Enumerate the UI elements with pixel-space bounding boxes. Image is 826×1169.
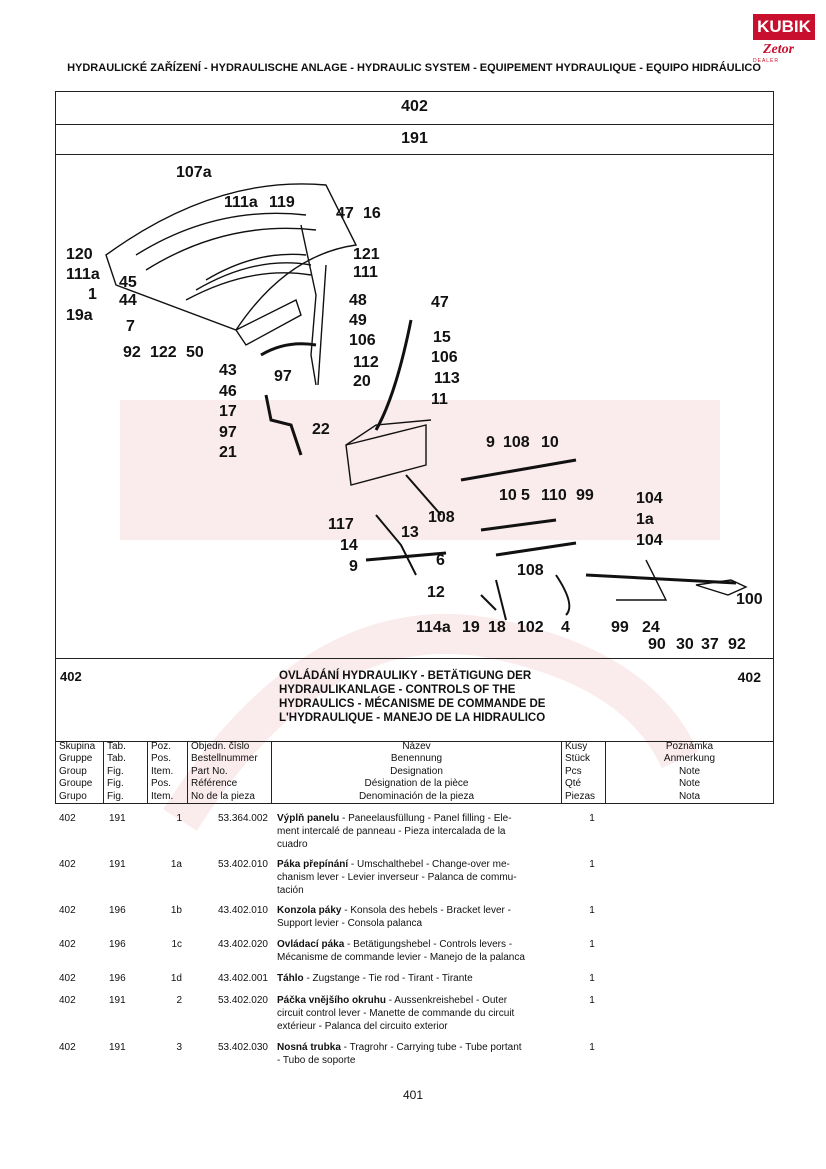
callout-92-lower: 92 <box>728 636 746 653</box>
callout-14: 14 <box>340 537 358 554</box>
callout-44: 44 <box>119 292 137 309</box>
callout-22: 22 <box>312 421 330 438</box>
kubik-zetor-logo: KUBIK Zetor DEALER <box>753 14 817 64</box>
callout-107a: 107a <box>176 164 212 181</box>
parts-drawing <box>105 183 748 621</box>
callout-48: 48 <box>349 292 367 309</box>
callout-1a: 1a <box>636 511 654 528</box>
callout-111a-left: 111a <box>66 266 100 283</box>
callout-113: 113 <box>434 370 460 387</box>
rod-part <box>460 458 577 482</box>
callout-108: 108 <box>503 434 530 451</box>
callout-50: 50 <box>186 344 204 361</box>
callout-104: 104 <box>636 490 663 507</box>
callout-111a: 111a <box>224 194 258 211</box>
bracket-part <box>345 424 427 486</box>
panel-part <box>105 183 358 331</box>
callout-122: 122 <box>150 344 177 361</box>
callout-97-lower: 97 <box>219 424 237 441</box>
callout-97: 97 <box>274 368 292 385</box>
callout-19a: 19a <box>66 307 93 324</box>
lever-part <box>300 224 317 386</box>
logo-dealer: DEALER <box>753 58 780 64</box>
group-number: 402 <box>401 98 428 115</box>
callout-4: 4 <box>561 619 570 636</box>
section-group-left: 402 <box>60 669 82 684</box>
callout-106-right: 106 <box>431 349 458 366</box>
callout-10: 10 <box>541 434 559 451</box>
callout-99-lower: 99 <box>611 619 629 636</box>
tube-part <box>585 573 737 585</box>
callout-10-lower: 10 <box>499 487 517 504</box>
col-table: Tab.Tab.Fig.Fig.Fig. <box>104 741 148 803</box>
callout-104-lower: 104 <box>636 532 663 549</box>
callout-20: 20 <box>353 373 371 390</box>
section-title: OVLÁDÁNÍ HYDRAULIKY - BETÄTIGUNG DER HYD… <box>279 670 546 724</box>
callout-21: 21 <box>219 444 237 461</box>
table-number: 191 <box>401 130 428 147</box>
callout-49: 49 <box>349 312 367 329</box>
section-group-right: 402 <box>737 669 761 685</box>
callout-106: 106 <box>349 332 376 349</box>
callout-24: 24 <box>642 619 660 636</box>
callout-117: 117 <box>328 516 354 533</box>
callout-90: 90 <box>648 636 666 653</box>
exploded-parts-diagram: 107a 111a 119 47 16 120 111a 1 19a 45 44… <box>55 155 774 658</box>
callout-108-low: 108 <box>517 562 544 579</box>
callout-45: 45 <box>119 274 137 291</box>
page-number: 401 <box>402 1088 424 1102</box>
section-heading-box: 402 OVLÁDÁNÍ HYDRAULIKY - BETÄTIGUNG DER… <box>55 658 774 742</box>
callout-6: 6 <box>436 552 445 569</box>
callout-30: 30 <box>676 636 694 653</box>
logo-red-box <box>753 14 815 40</box>
callout-19: 19 <box>462 619 480 636</box>
callout-9-lower: 9 <box>349 558 358 575</box>
callout-1: 1 <box>88 286 97 303</box>
callout-120: 120 <box>66 246 93 263</box>
callout-47: 47 <box>336 205 354 222</box>
callout-112: 112 <box>353 354 379 371</box>
callout-17: 17 <box>219 403 237 420</box>
callout-15: 15 <box>433 329 451 346</box>
group-number-box: 402 <box>55 91 774 125</box>
table-number-box: 191 <box>55 124 774 155</box>
callout-12: 12 <box>427 584 445 601</box>
callout-99: 99 <box>576 487 594 504</box>
callout-111: 111 <box>353 264 378 281</box>
callout-47-right: 47 <box>431 294 449 311</box>
callout-16: 16 <box>363 205 381 222</box>
callout-7: 7 <box>126 318 135 335</box>
callout-43: 43 <box>219 362 237 379</box>
callout-92: 92 <box>123 344 141 361</box>
col-pos: Poz.Pos.Item.Pos.Item. <box>148 741 188 803</box>
callout-18: 18 <box>488 619 506 636</box>
callout-121: 121 <box>353 246 380 263</box>
logo-sub: Zetor <box>763 42 795 57</box>
logo-brand: KUBIK <box>757 17 811 36</box>
callout-37: 37 <box>701 636 719 653</box>
page-header-title: HYDRAULICKÉ ZAŘÍZENÍ - HYDRAULISCHE ANLA… <box>67 62 761 74</box>
callout-9: 9 <box>486 434 495 451</box>
callout-46: 46 <box>219 383 237 400</box>
callout-13: 13 <box>401 524 419 541</box>
callout-5: 5 <box>521 487 530 504</box>
callout-119: 119 <box>269 194 295 211</box>
callout-110: 110 <box>541 487 567 504</box>
callout-114a: 114a <box>416 619 451 636</box>
callout-108-mid: 108 <box>428 509 455 526</box>
callout-100: 100 <box>736 591 763 608</box>
callout-102: 102 <box>517 619 544 636</box>
callout-11: 11 <box>431 391 448 408</box>
